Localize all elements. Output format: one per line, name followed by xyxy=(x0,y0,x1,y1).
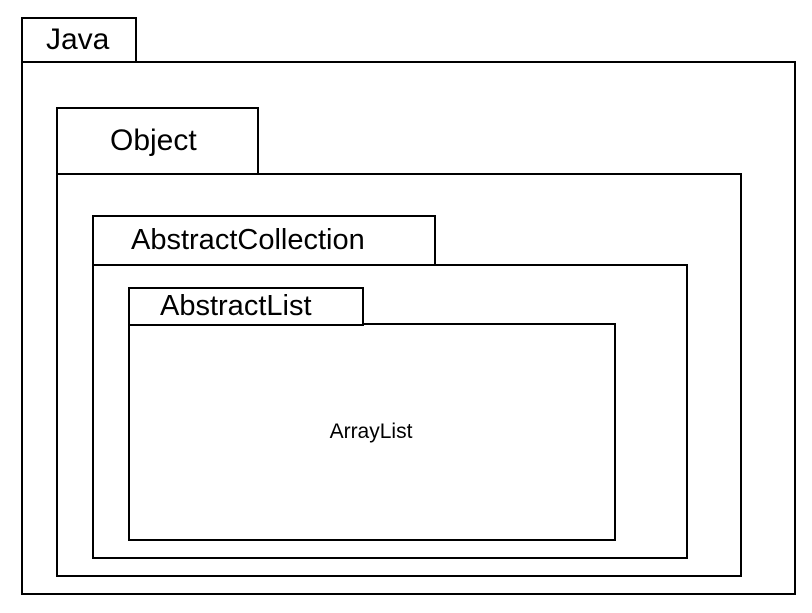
package-abstract-collection-tab: AbstractCollection xyxy=(92,215,436,266)
package-java-tab: Java xyxy=(21,17,137,63)
package-object-tab: Object xyxy=(56,107,259,175)
package-abstract-list-tab: AbstractList xyxy=(128,287,364,326)
arraylist-label: ArrayList xyxy=(329,420,413,443)
package-abstract-list-label: AbstractList xyxy=(160,290,312,322)
package-java-label: Java xyxy=(46,23,110,56)
package-object-label: Object xyxy=(110,124,197,157)
package-abstract-list-body: ArrayList xyxy=(128,323,616,541)
package-abstract-collection-label: AbstractCollection xyxy=(131,224,365,256)
